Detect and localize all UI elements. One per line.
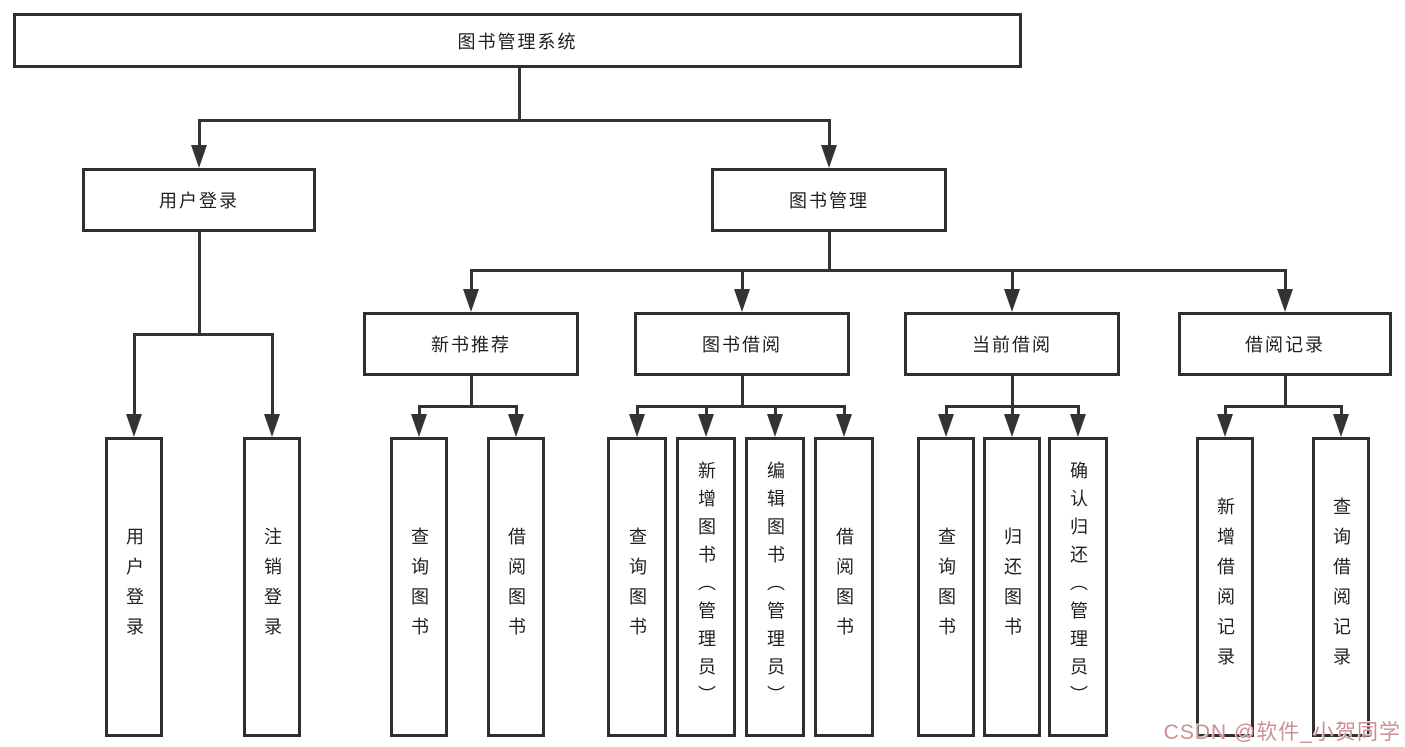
node-user-login: 用户登录 <box>82 168 316 232</box>
arrow-down-icon <box>1333 414 1349 437</box>
node-label: 查询图书 <box>936 527 956 647</box>
node-label: 图书管理 <box>789 191 869 211</box>
leaf-records-add-record: 新增借阅记录 <box>1196 437 1254 737</box>
node-label: 归还图书 <box>1002 527 1022 647</box>
connector-line <box>741 269 744 292</box>
arrow-down-icon <box>767 414 783 437</box>
node-borrow-records: 借阅记录 <box>1178 312 1392 376</box>
connector-line <box>636 405 639 417</box>
arrow-down-icon <box>821 145 837 168</box>
arrow-down-icon <box>126 414 142 437</box>
arrow-down-icon <box>734 289 750 312</box>
connector-line <box>515 405 518 417</box>
arrow-down-icon <box>508 414 524 437</box>
node-label: 新增借阅记录 <box>1215 497 1235 677</box>
connector-line <box>271 333 274 417</box>
connector-line <box>470 376 473 408</box>
connector-line <box>418 405 421 417</box>
connector-line <box>1340 405 1343 417</box>
arrow-down-icon <box>191 145 207 168</box>
leaf-records-query-record: 查询借阅记录 <box>1312 437 1370 737</box>
node-label: 编辑图书（管理员） <box>765 461 785 713</box>
node-label: 查询借阅记录 <box>1331 497 1351 677</box>
node-label: 确认归还（管理员） <box>1068 461 1088 713</box>
node-book-management: 图书管理 <box>711 168 947 232</box>
node-library-management-system: 图书管理系统 <box>13 13 1022 68</box>
arrow-down-icon <box>836 414 852 437</box>
node-label: 借阅图书 <box>834 527 854 647</box>
connector-line <box>1011 405 1014 417</box>
leaf-borrow-borrow-books: 借阅图书 <box>814 437 874 737</box>
connector-line <box>198 119 201 148</box>
connector-line <box>1224 405 1343 408</box>
arrow-down-icon <box>463 289 479 312</box>
node-label: 用户登录 <box>124 527 144 647</box>
connector-line <box>1284 376 1287 408</box>
leaf-user-login: 用户登录 <box>105 437 163 737</box>
connector-line <box>945 405 948 417</box>
connector-line <box>133 333 274 336</box>
connector-line <box>198 232 201 335</box>
leaf-borrow-add-books-admin: 新增图书（管理员） <box>676 437 736 737</box>
arrow-down-icon <box>1277 289 1293 312</box>
connector-line <box>1224 405 1227 417</box>
connector-line <box>828 119 831 148</box>
connector-line <box>470 269 473 292</box>
leaf-borrow-edit-books-admin: 编辑图书（管理员） <box>745 437 805 737</box>
connector-line <box>133 333 136 417</box>
arrow-down-icon <box>411 414 427 437</box>
node-new-book-recommend: 新书推荐 <box>363 312 579 376</box>
connector-line <box>1011 269 1014 292</box>
leaf-logout: 注销登录 <box>243 437 301 737</box>
arrow-down-icon <box>1217 414 1233 437</box>
connector-line <box>418 405 518 408</box>
connector-line <box>1077 405 1080 417</box>
connector-line <box>741 376 744 408</box>
node-label: 图书借阅 <box>702 335 782 355</box>
watermark: CSDN @软件_小贺同学 <box>1163 721 1401 744</box>
connector-line <box>843 405 846 417</box>
node-current-borrow: 当前借阅 <box>904 312 1120 376</box>
arrow-down-icon <box>1070 414 1086 437</box>
arrow-down-icon <box>264 414 280 437</box>
connector-line <box>705 405 708 417</box>
connector-line <box>828 232 831 271</box>
connector-line <box>1011 376 1014 408</box>
connector-line <box>470 269 1287 272</box>
arrow-down-icon <box>698 414 714 437</box>
arrow-down-icon <box>938 414 954 437</box>
node-label: 注销登录 <box>262 527 282 647</box>
node-label: 查询图书 <box>627 527 647 647</box>
node-label: 当前借阅 <box>972 335 1052 355</box>
node-label: 借阅记录 <box>1245 335 1325 355</box>
node-label: 新增图书（管理员） <box>696 461 716 713</box>
node-label: 新书推荐 <box>431 335 511 355</box>
arrow-down-icon <box>629 414 645 437</box>
leaf-current-confirm-return-admin: 确认归还（管理员） <box>1048 437 1108 737</box>
leaf-current-query-books: 查询图书 <box>917 437 975 737</box>
arrow-down-icon <box>1004 289 1020 312</box>
leaf-recommend-query-books: 查询图书 <box>390 437 448 737</box>
connector-line <box>518 66 521 121</box>
leaf-borrow-query-books: 查询图书 <box>607 437 667 737</box>
node-label: 用户登录 <box>159 191 239 211</box>
leaf-current-return-books: 归还图书 <box>983 437 1041 737</box>
connector-line <box>1284 269 1287 292</box>
node-book-borrow: 图书借阅 <box>634 312 850 376</box>
connector-line <box>636 405 846 408</box>
arrow-down-icon <box>1004 414 1020 437</box>
connector-line <box>198 119 831 122</box>
node-label: 查询图书 <box>409 527 429 647</box>
node-label: 图书管理系统 <box>457 31 578 52</box>
node-label: 借阅图书 <box>506 527 526 647</box>
leaf-recommend-borrow-books: 借阅图书 <box>487 437 545 737</box>
connector-line <box>774 405 777 417</box>
